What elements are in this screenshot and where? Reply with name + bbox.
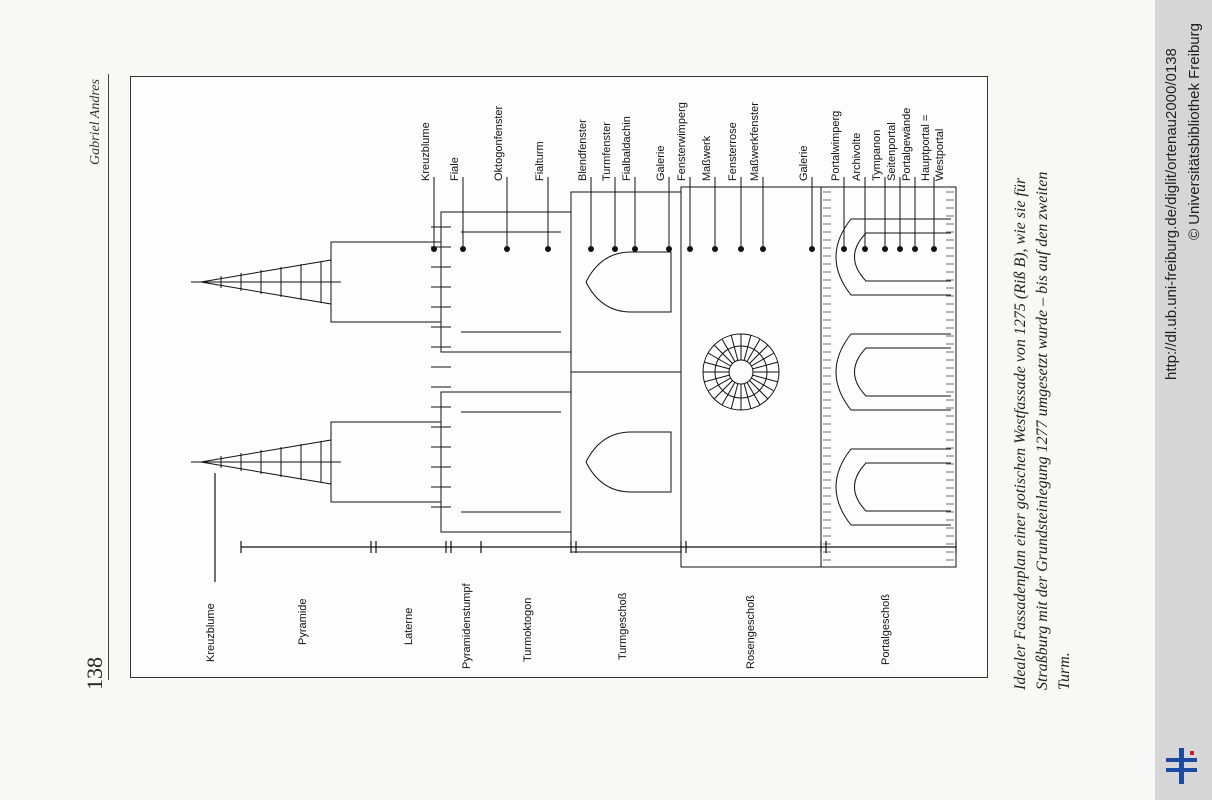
page-number: 138 xyxy=(82,657,107,690)
label-seitenportal: Seitenportal xyxy=(886,122,898,181)
label-hauptportal: Hauptportal = xyxy=(920,114,932,181)
caption-line-2: Straßburg mit der Grundsteinlegung 1277 … xyxy=(1034,171,1051,690)
label-turmgeschoss: Turmgeschoß xyxy=(617,592,629,660)
label-westportal: Westportal xyxy=(934,128,946,181)
library-sidebar xyxy=(1155,0,1212,800)
label-portalgewaende: Portalgewände xyxy=(901,107,913,181)
label-fialbaldachin: Fialbaldachin xyxy=(621,116,633,181)
label-turmfenster: Turmfenster xyxy=(601,122,613,181)
label-galerie-top: Galerie xyxy=(655,145,667,181)
label-portalwimperg: Portalwimperg xyxy=(830,110,842,181)
library-logo-icon xyxy=(1166,748,1197,784)
header-rule xyxy=(108,74,109,680)
label-rosengeschoss: Rosengeschoß xyxy=(745,595,757,669)
label-galerie-bottom: Galerie xyxy=(798,145,810,181)
caption-line-1: Idealer Fassadenplan einer gotischen Wes… xyxy=(1012,177,1029,690)
label-portalgeschoss: Portalgeschoß xyxy=(880,594,892,665)
label-fialturm: Fialturm xyxy=(534,141,546,181)
book-page: 138 Gabriel Andres Kreuzblume Pyramide L… xyxy=(82,74,1073,690)
label-archivolte: Archivolte xyxy=(851,132,863,181)
label-kreuzblume-left: Kreuzblume xyxy=(205,603,217,662)
caption-line-3: Turm. xyxy=(1056,652,1073,690)
copyright-notice: © Universitätsbibliothek Freiburg xyxy=(1186,23,1203,240)
label-pyramidenstumpf: Pyramidenstumpf xyxy=(461,583,473,669)
label-tympanon: Tympanon xyxy=(871,129,883,181)
label-fensterrose: Fensterrose xyxy=(727,122,739,181)
label-turmoktogon: Turmoktogon xyxy=(522,597,534,662)
label-fiale: Fiale xyxy=(449,157,461,181)
label-laterne: Laterne xyxy=(403,607,415,645)
figure-frame: Kreuzblume Pyramide Laterne Pyramidenstu… xyxy=(130,76,988,678)
label-blendfenster: Blendfenster xyxy=(577,119,589,181)
label-kreuzblume-right: Kreuzblume xyxy=(420,122,432,181)
running-head-author: Gabriel Andres xyxy=(88,79,103,165)
label-oktogonfenster: Oktogonfenster xyxy=(493,105,505,181)
source-url-link[interactable]: http://dl.ub.uni-freiburg.de/diglit/orte… xyxy=(1163,48,1180,380)
label-masswerk: Maßwerk xyxy=(701,135,713,181)
label-pyramide: Pyramide xyxy=(297,598,309,645)
facade-drawing xyxy=(191,177,957,582)
label-fensterwimperg: Fensterwimperg xyxy=(676,102,688,181)
label-masswerkfenster: Maßwerkfenster xyxy=(749,102,761,181)
